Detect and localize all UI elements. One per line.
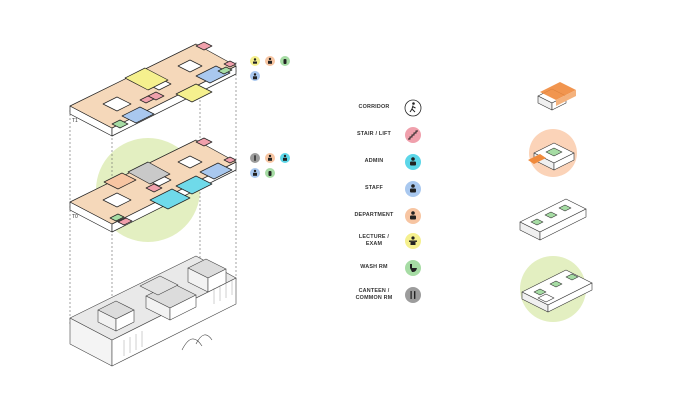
lecture-desk-icon xyxy=(250,56,260,66)
legend-label-staff: STAFF xyxy=(365,185,383,191)
legend-icon-group xyxy=(404,99,422,303)
floor-label-t1: T1 xyxy=(72,118,78,124)
legend-label-wash-rm: WASH RM xyxy=(360,264,388,270)
walking-person-icon xyxy=(404,99,422,117)
cutlery-icon xyxy=(405,287,421,303)
stair-t1b xyxy=(195,41,213,51)
lecture-room-t1b xyxy=(175,83,213,103)
admin-person-icon xyxy=(405,154,421,170)
stair-t0b xyxy=(195,137,213,147)
legend-label-stair-lift: STAIR / LIFT xyxy=(356,131,392,137)
wash-t1b xyxy=(217,66,233,75)
stair-t1d xyxy=(139,95,155,104)
concept-corridor-block xyxy=(537,82,576,111)
staff-person-icon xyxy=(250,71,260,81)
legend-label-department: DEPARTMENT xyxy=(354,212,394,218)
ground-floor-plate xyxy=(69,137,237,233)
staff-person-icon xyxy=(405,181,421,197)
legend-label-admin: ADMIN xyxy=(364,158,384,164)
concept-bar-block xyxy=(519,198,587,241)
stairs-icon xyxy=(405,127,421,143)
toilet-icon xyxy=(405,260,421,276)
legend-label-corridor: CORRIDOR xyxy=(358,104,390,110)
upper-floor-icon-group xyxy=(250,56,290,81)
canteen-room-t0 xyxy=(127,161,171,185)
lecture-room-t1 xyxy=(124,67,169,91)
staff-room-t1b xyxy=(121,106,155,124)
admin-room-t0a xyxy=(149,188,191,210)
stair-t1c xyxy=(223,60,237,68)
department-person-icon xyxy=(405,208,421,224)
ground-floor-icon-group xyxy=(250,153,290,178)
concept-courtyard-block xyxy=(528,129,577,177)
wash-t1a xyxy=(111,119,129,129)
concept-full-block xyxy=(520,256,593,322)
wash-t0 xyxy=(109,213,125,222)
legend-label-lecture-exam: LECTURE / EXAM xyxy=(358,234,390,247)
staff-room-t0 xyxy=(199,162,233,180)
department-room-t0 xyxy=(103,172,137,190)
lecture-desk-icon xyxy=(405,233,421,249)
admin-room-t0b xyxy=(175,175,213,195)
building-massing-model xyxy=(69,255,237,367)
legend-label-canteen-common-rm: CANTEEN / COMMON RM xyxy=(355,288,393,301)
stair-t0a xyxy=(145,183,163,193)
upper-floor-plate xyxy=(69,41,237,137)
stair-t0c xyxy=(223,156,237,164)
stair-t0d xyxy=(117,217,133,226)
floor-label-t0: T0 xyxy=(72,214,78,220)
concept-diagrams xyxy=(519,82,593,322)
